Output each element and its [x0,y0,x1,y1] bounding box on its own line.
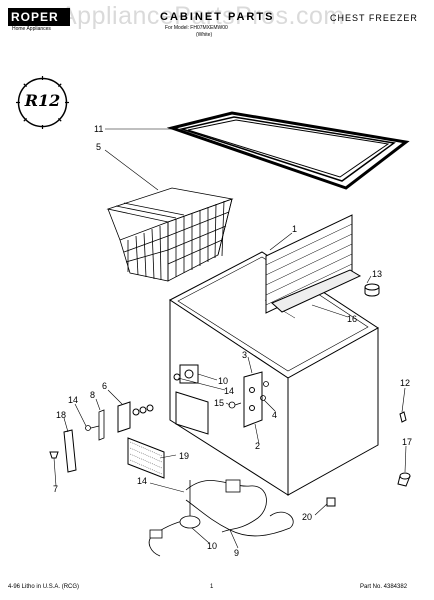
callout-9: 9 [234,548,240,558]
drain-cap [364,283,380,297]
leader-lines [53,128,407,549]
freezer-cabinet [169,251,379,496]
product-category: CHEST FREEZER [330,13,418,23]
color-line: (White) [196,32,213,38]
divider-panel [265,214,362,314]
toe-grille [127,437,165,479]
strip-18 [63,429,77,473]
callout-14-top: 14 [224,386,235,396]
page-title: CABINET PARTS [160,11,275,23]
r12-badge: R12 [15,75,70,130]
callout-7: 7 [53,484,59,494]
callout-10-top: 10 [218,376,229,386]
callout-4: 4 [272,410,278,420]
lid-gasket [166,111,410,190]
footer-page-number: 1 [210,584,214,590]
brand-subtitle: Home Appliances [12,26,51,32]
callout-14-bottom: 14 [137,476,148,486]
callout-20: 20 [302,512,313,522]
thermostat-bracket [243,371,263,428]
callout-17: 17 [402,437,413,447]
bracket-screws [228,381,269,409]
callout-18: 18 [56,410,67,420]
plug-20 [326,497,336,507]
foot-7 [49,451,59,459]
callout-15: 15 [214,398,225,408]
thermostat [173,364,199,384]
callout-10-bottom: 10 [207,541,218,551]
callout-19: 19 [179,451,190,461]
wiring-harness [148,479,294,557]
callout-11: 11 [94,124,104,134]
callout-1: 1 [292,224,298,234]
callout-2: 2 [255,441,261,451]
brand-name: ROPER [8,8,70,26]
callout-13: 13 [372,269,383,279]
r12-badge-text: R12 [24,91,61,110]
callout-6: 6 [102,381,108,391]
model-line: For Model: FH07MXEMW00 [165,25,228,31]
wire-basket [106,187,234,282]
clip-12 [399,411,407,423]
callout-3: 3 [242,350,248,360]
r12-badge-outline [16,76,69,129]
brand-logo: ROPER Home Appliances [8,8,70,32]
hinge-screw [85,409,105,441]
control-panel-opening [175,391,209,435]
callout-8: 8 [90,390,96,400]
leveling-leg-17 [397,472,411,487]
footer-print-info: 4-96 Litho in U.S.A. (RCG) [8,584,80,590]
footer-part-number: Part No. 4384382 [360,584,408,590]
callout-5: 5 [96,142,102,152]
callout-14-left: 14 [68,395,79,405]
light-switch-assembly [117,401,154,433]
callout-12: 12 [400,378,411,388]
callout-16: 16 [347,314,358,324]
